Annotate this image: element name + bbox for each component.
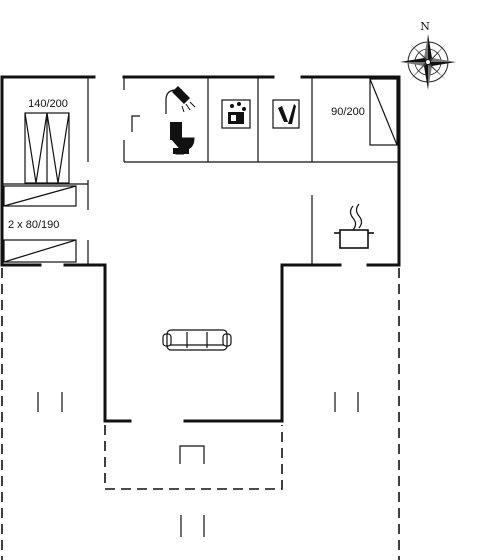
bed-label-2x80-190: 2 x 80/190 (8, 219, 59, 231)
bed-label-140-200: 140/200 (28, 98, 68, 110)
cooking-pot-icon (334, 203, 374, 249)
terrace-outline (1, 268, 400, 560)
bedroom-3: 90/200 (331, 78, 398, 146)
bedroom-2: 2 x 80/190 (3, 185, 77, 263)
toilet-icon (170, 122, 195, 155)
double-bed-icon (24, 112, 70, 184)
washing-machine-icon (221, 99, 251, 129)
sofa-icon (162, 329, 232, 351)
compass-rose-icon: N (400, 20, 456, 90)
single-bed-icon (369, 78, 398, 146)
bathroom (131, 86, 196, 155)
bedroom-1: 140/200 (24, 98, 70, 184)
exterior-walls (0, 75, 401, 423)
dryer-icon (272, 99, 300, 129)
bunk-bed-icon (3, 185, 77, 263)
bed-label-90-200: 90/200 (331, 106, 365, 118)
compass-north-label: N (420, 20, 430, 33)
terrace-bench-icon (37, 392, 359, 537)
shower-icon (165, 86, 196, 114)
interior-walls (2, 77, 399, 265)
